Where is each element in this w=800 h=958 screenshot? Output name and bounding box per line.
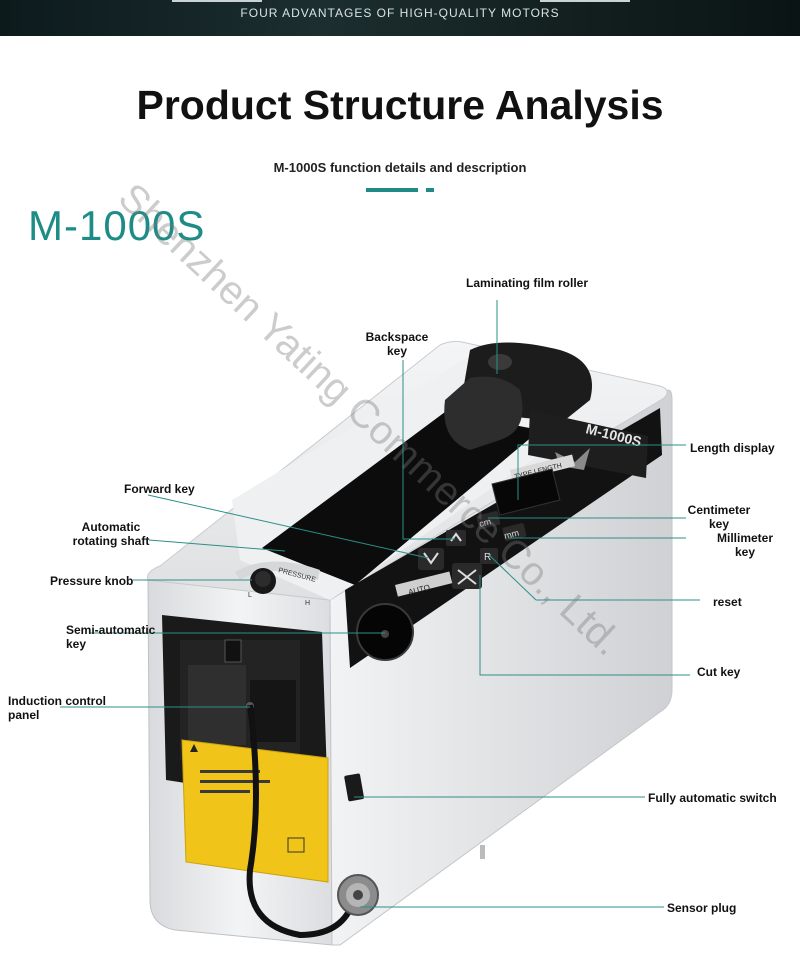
- label-sensor-plug: Sensor plug: [667, 901, 737, 915]
- tape-length-tag: [510, 454, 576, 482]
- label-length-display: Length display: [690, 441, 775, 455]
- top-banner: FOUR ADVANTAGES OF HIGH-QUALITY MOTORS: [0, 0, 800, 36]
- device-side-face: [329, 389, 673, 946]
- svg-text:R: R: [484, 552, 491, 563]
- page-title: Product Structure Analysis: [136, 82, 664, 128]
- length-display: [491, 468, 561, 516]
- label-semi-automatic-key: Semi-automatic key: [66, 623, 156, 651]
- banner-text: FOUR ADVANTAGES OF HIGH-QUALITY MOTORS: [240, 6, 560, 20]
- forward-key: [418, 548, 444, 570]
- pressure-low-mark: L: [248, 592, 252, 599]
- label-forward-key: Forward key: [124, 482, 195, 496]
- banner-rule-right: [540, 0, 630, 2]
- label-automatic-rotating-shaft: Automatic rotating shaft: [72, 520, 150, 548]
- side-vent: [480, 845, 485, 859]
- control-panel: [345, 408, 662, 668]
- backspace-key: [446, 530, 466, 546]
- label-centimeter-key: Centimeter key: [687, 503, 751, 531]
- label-laminating-film-roller: Laminating film roller: [466, 276, 589, 290]
- banner-rule-left: [172, 0, 262, 2]
- pressure-knob: PRESSURE L H: [235, 561, 320, 607]
- fully-automatic-switch: [344, 773, 364, 802]
- label-induction-control-panel: Induction control panel: [8, 694, 106, 722]
- sensor-cable: [246, 704, 355, 939]
- auto-strip: [394, 571, 453, 597]
- pressure-high-mark: H: [305, 600, 310, 607]
- page-subtitle: M-1000S function details and description: [273, 160, 527, 175]
- model-name: M-1000S: [28, 202, 206, 249]
- accent-bar: [366, 188, 418, 192]
- label-millimeter-key: Millimeter key: [716, 531, 773, 559]
- sensor-plug: [337, 874, 379, 916]
- cm-key: [476, 511, 501, 530]
- reset-key: [480, 548, 498, 564]
- brand-plate-area: [528, 410, 648, 478]
- label-reset: reset: [713, 595, 742, 609]
- leader-lines: [60, 300, 700, 908]
- film-roller: [444, 342, 592, 450]
- accent-dot: [426, 188, 434, 192]
- tape-channel: [262, 412, 540, 585]
- label-cut-key: Cut key: [697, 665, 741, 679]
- label-fully-automatic-switch: Fully automatic switch: [648, 791, 777, 805]
- mm-key: [502, 523, 527, 542]
- svg-text:cm: cm: [478, 516, 492, 529]
- label-backspace-key: Backspace key: [365, 330, 429, 358]
- label-pressure-knob: Pressure knob: [50, 574, 134, 588]
